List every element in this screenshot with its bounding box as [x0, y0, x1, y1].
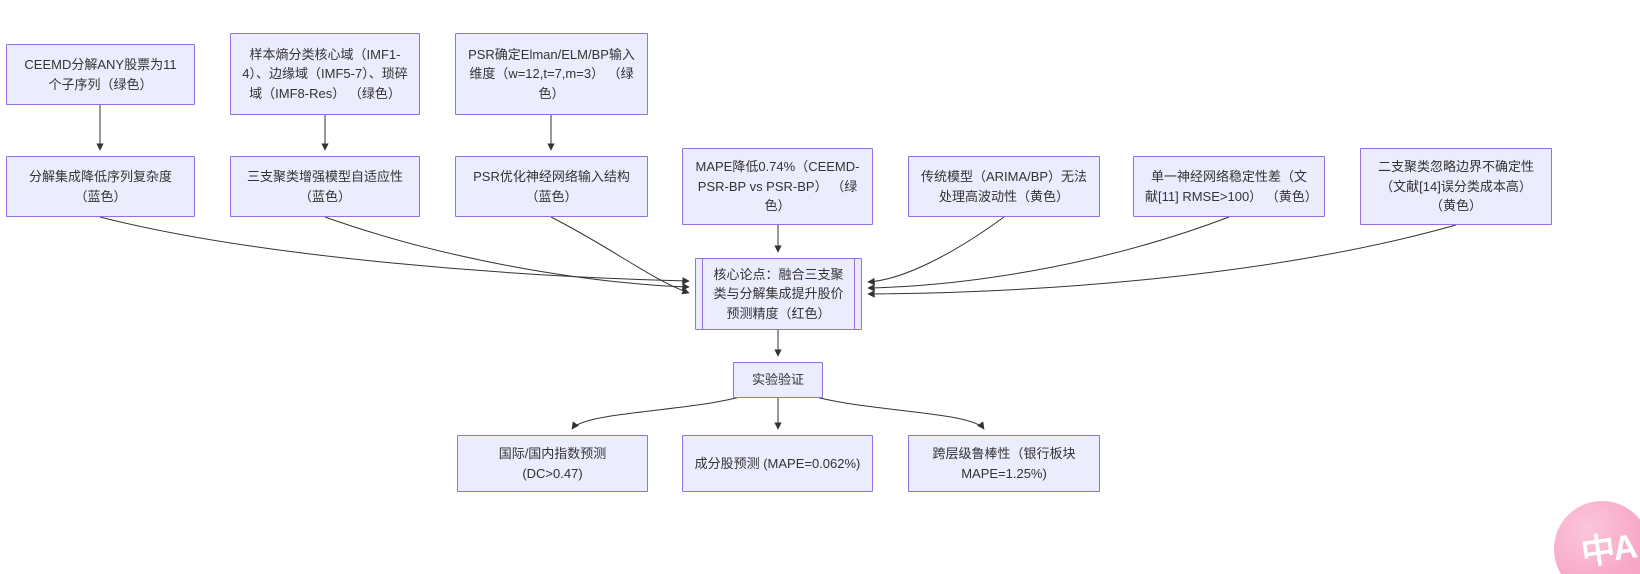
node-psr-optimize: PSR优化神经网络输入结构（蓝色） [455, 156, 648, 217]
node-single-nn-stability: 单一神经网络稳定性差（文献[11] RMSE>100） （黄色） [1133, 156, 1325, 217]
node-component-prediction: 成分股预测 (MAPE=0.062%) [682, 435, 873, 492]
edge-decomp-core [99, 216, 690, 285]
node-traditional-models: 传统模型（ARIMA/BP）无法处理高波动性（黄色） [908, 156, 1100, 217]
node-decomp-complexity: 分解集成降低序列复杂度（蓝色） [6, 156, 195, 217]
edge-experiment-robust [815, 396, 985, 430]
edge-twoway-core [867, 224, 1457, 298]
node-index-prediction: 国际/国内指数预测 (DC>0.47) [457, 435, 648, 492]
edge-traditional-core [867, 216, 1005, 286]
translate-badge-button[interactable]: 中A [1554, 501, 1640, 574]
edge-experiment-index [571, 396, 741, 430]
edge-threeway-core [324, 216, 690, 291]
node-cross-level-robustness: 跨层级鲁棒性（银行板块 MAPE=1.25%) [908, 435, 1100, 492]
node-psr-input-dims: PSR确定Elman/ELM/BP输入维度（w=12,t=7,m=3） （绿色） [455, 33, 648, 115]
node-experiment-validation: 实验验证 [733, 362, 823, 398]
node-ceemd-decompose: CEEMD分解ANY股票为11个子序列（绿色） [6, 44, 195, 105]
node-core-thesis: 核心论点：融合三支聚类与分解集成提升股价预测精度（红色） [695, 258, 862, 330]
node-three-way-clustering: 三支聚类增强模型自适应性（蓝色） [230, 156, 420, 217]
node-two-way-clustering: 二支聚类忽略边界不确定性（文献[14]误分类成本高）（黄色） [1360, 148, 1552, 225]
edge-psropt-core [550, 216, 690, 295]
node-mape-reduction: MAPE降低0.74%（CEEMD-PSR-BP vs PSR-BP） （绿色） [682, 148, 873, 225]
node-sample-entropy: 样本熵分类核心域（IMF1-4）、边缘域（IMF5-7）、琐碎域（IMF8-Re… [230, 33, 420, 115]
translate-badge-label: 中A [1578, 527, 1638, 573]
edge-singlenn-core [867, 216, 1230, 292]
